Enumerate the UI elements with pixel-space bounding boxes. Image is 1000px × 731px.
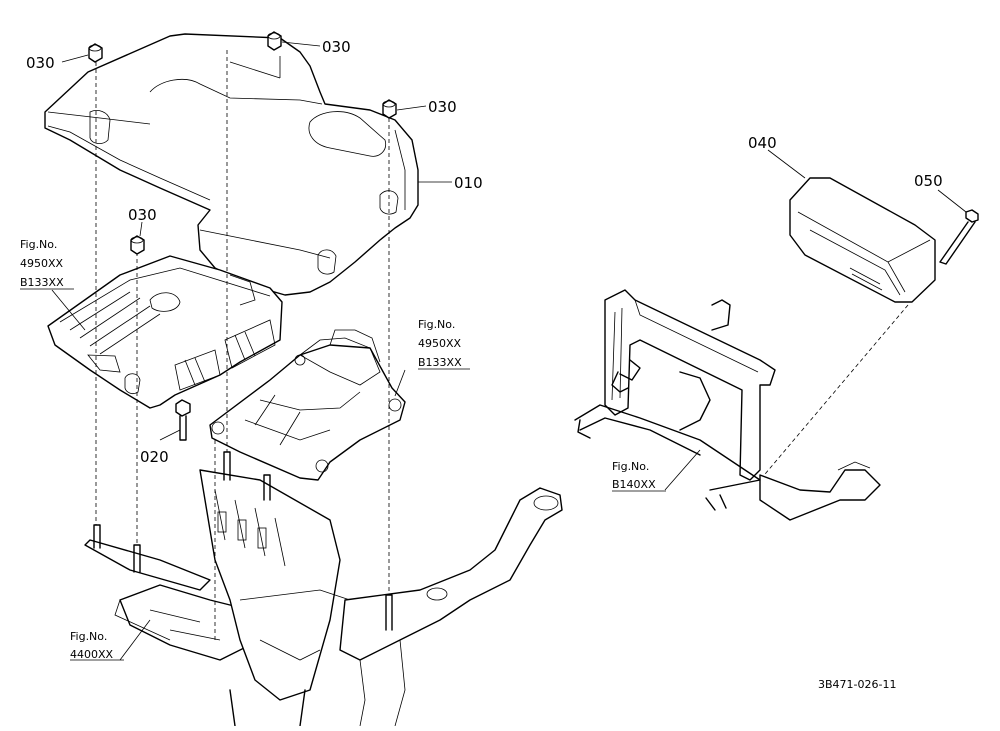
fig-ref-left-line1: Fig.No. [20, 238, 57, 251]
fig-ref-left-line3: B133XX [20, 276, 64, 289]
part-label-020: 020 [140, 448, 169, 466]
lower-frame [84, 469, 563, 727]
fig-ref-right-line2: B140XX [612, 478, 656, 491]
fig-ref-center-line2: 4950XX [418, 337, 462, 350]
part-label-030a: 030 [26, 54, 55, 72]
bolt-050[interactable] [939, 209, 979, 265]
fig-ref-bottom-line1: Fig.No. [70, 630, 107, 643]
fig-ref-center-line1: Fig.No. [418, 318, 455, 331]
bolt-020[interactable] [175, 399, 191, 441]
nut-030-d[interactable] [130, 235, 145, 255]
part-label-040: 040 [748, 134, 777, 152]
part-label-030d: 030 [128, 206, 157, 224]
part-label-030c: 030 [428, 98, 457, 116]
nut-030-b[interactable] [267, 31, 282, 51]
controller-040[interactable] [789, 177, 936, 303]
nut-030-a[interactable] [88, 43, 103, 63]
part-label-010: 010 [454, 174, 483, 192]
fig-ref-right-line1: Fig.No. [612, 460, 649, 473]
ecu-module [47, 255, 283, 409]
mounting-plate [209, 329, 406, 481]
nut-030-c[interactable] [382, 99, 397, 119]
right-bracket-frame [574, 289, 881, 521]
fig-ref-bottom-line2: 4400XX [70, 648, 114, 661]
leader-lines [20, 41, 967, 661]
part-label-050: 050 [914, 172, 943, 190]
assembly-lines [95, 50, 909, 640]
cover-010[interactable] [44, 33, 419, 296]
part-label-030b: 030 [322, 38, 351, 56]
drawing-code: 3B471-026-11 [818, 678, 896, 691]
fig-ref-center-line3: B133XX [418, 356, 462, 369]
fig-ref-left-line2: 4950XX [20, 257, 64, 270]
